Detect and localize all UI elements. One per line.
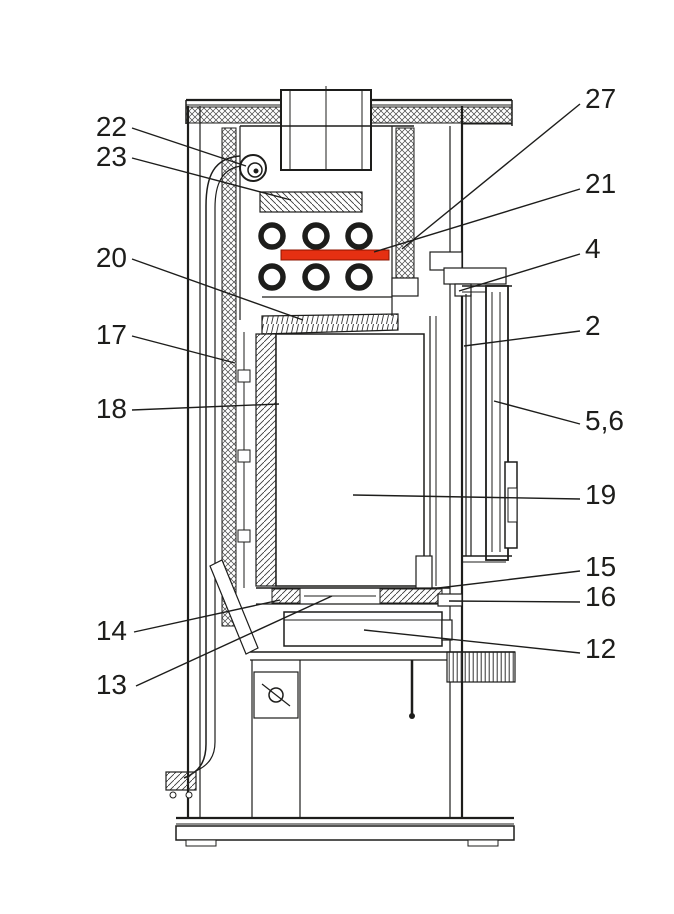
leader-12 bbox=[363, 629, 581, 654]
callout-17: 17 bbox=[96, 319, 127, 350]
leader-22 bbox=[131, 127, 247, 167]
callout-20: 20 bbox=[96, 242, 127, 273]
lower-divider bbox=[250, 651, 516, 683]
heat-exchanger-tubes-upper bbox=[258, 222, 373, 250]
firebrick-lining-part-18 bbox=[255, 333, 277, 587]
leader-18 bbox=[131, 403, 280, 411]
callout-21: 21 bbox=[585, 168, 616, 199]
callouts-left: 22 23 20 17 18 14 13 bbox=[96, 111, 127, 700]
callout-22: 22 bbox=[96, 111, 127, 142]
door-glass-part-2 bbox=[465, 294, 472, 556]
leader-19 bbox=[352, 494, 581, 500]
callout-27: 27 bbox=[585, 83, 616, 114]
baffle-part-23 bbox=[259, 191, 363, 213]
callout-19: 19 bbox=[585, 479, 616, 510]
flue-collar bbox=[280, 86, 372, 171]
grate-support-part-14 bbox=[271, 588, 301, 604]
callout-14: 14 bbox=[96, 615, 127, 646]
bracket-part-16 bbox=[437, 593, 463, 607]
callout-5-6: 5,6 bbox=[585, 405, 624, 436]
callout-4: 4 bbox=[585, 233, 601, 264]
door-assembly bbox=[462, 285, 518, 563]
bracket-part-15 bbox=[415, 555, 433, 589]
front-grille-block bbox=[446, 651, 516, 683]
callout-16: 16 bbox=[585, 581, 616, 612]
pedestal bbox=[209, 559, 415, 818]
leader-16 bbox=[448, 600, 581, 603]
leader-lines-right bbox=[352, 103, 581, 654]
callout-2: 2 bbox=[585, 310, 601, 341]
callout-23: 23 bbox=[96, 141, 127, 172]
callout-13: 13 bbox=[96, 669, 127, 700]
coil-part-22 bbox=[239, 154, 267, 182]
air-pipe bbox=[183, 155, 243, 779]
callouts-right: 27 21 4 2 5,6 19 15 16 12 bbox=[585, 83, 624, 664]
callout-12: 12 bbox=[585, 633, 616, 664]
side-insulation bbox=[221, 127, 251, 627]
door-frame-part-5-6 bbox=[485, 285, 509, 561]
leader-5-6 bbox=[493, 400, 581, 425]
leader-21 bbox=[373, 188, 581, 253]
grate-support-right bbox=[379, 588, 443, 604]
upper-heat-exchanger bbox=[239, 127, 419, 298]
leader-23 bbox=[131, 157, 292, 201]
callout-15: 15 bbox=[585, 551, 616, 582]
air-intake-flange bbox=[165, 771, 197, 799]
air-control-valve bbox=[253, 671, 299, 719]
base-plate bbox=[175, 816, 515, 847]
leader-lines-left bbox=[131, 127, 333, 687]
leader-13 bbox=[135, 595, 333, 687]
callout-18: 18 bbox=[96, 393, 127, 424]
baffle-plate-part-20 bbox=[261, 313, 399, 335]
leader-4 bbox=[458, 253, 581, 292]
leader-2 bbox=[463, 330, 581, 347]
leader-20 bbox=[131, 258, 304, 321]
leader-17 bbox=[131, 335, 236, 364]
ash-drawer-part-12 bbox=[283, 611, 453, 647]
insulation-column-part-27 bbox=[395, 127, 415, 279]
door-latch bbox=[504, 461, 518, 549]
leader-14 bbox=[133, 599, 281, 633]
bracket-part-4 bbox=[429, 251, 507, 297]
combustion-chamber-part-19 bbox=[275, 316, 437, 587]
highlight-plate-part-21 bbox=[280, 249, 390, 261]
leader-27 bbox=[401, 103, 581, 250]
leader-15 bbox=[429, 570, 581, 590]
heat-exchanger-tubes-lower bbox=[258, 263, 373, 291]
grate-assembly bbox=[256, 555, 463, 607]
